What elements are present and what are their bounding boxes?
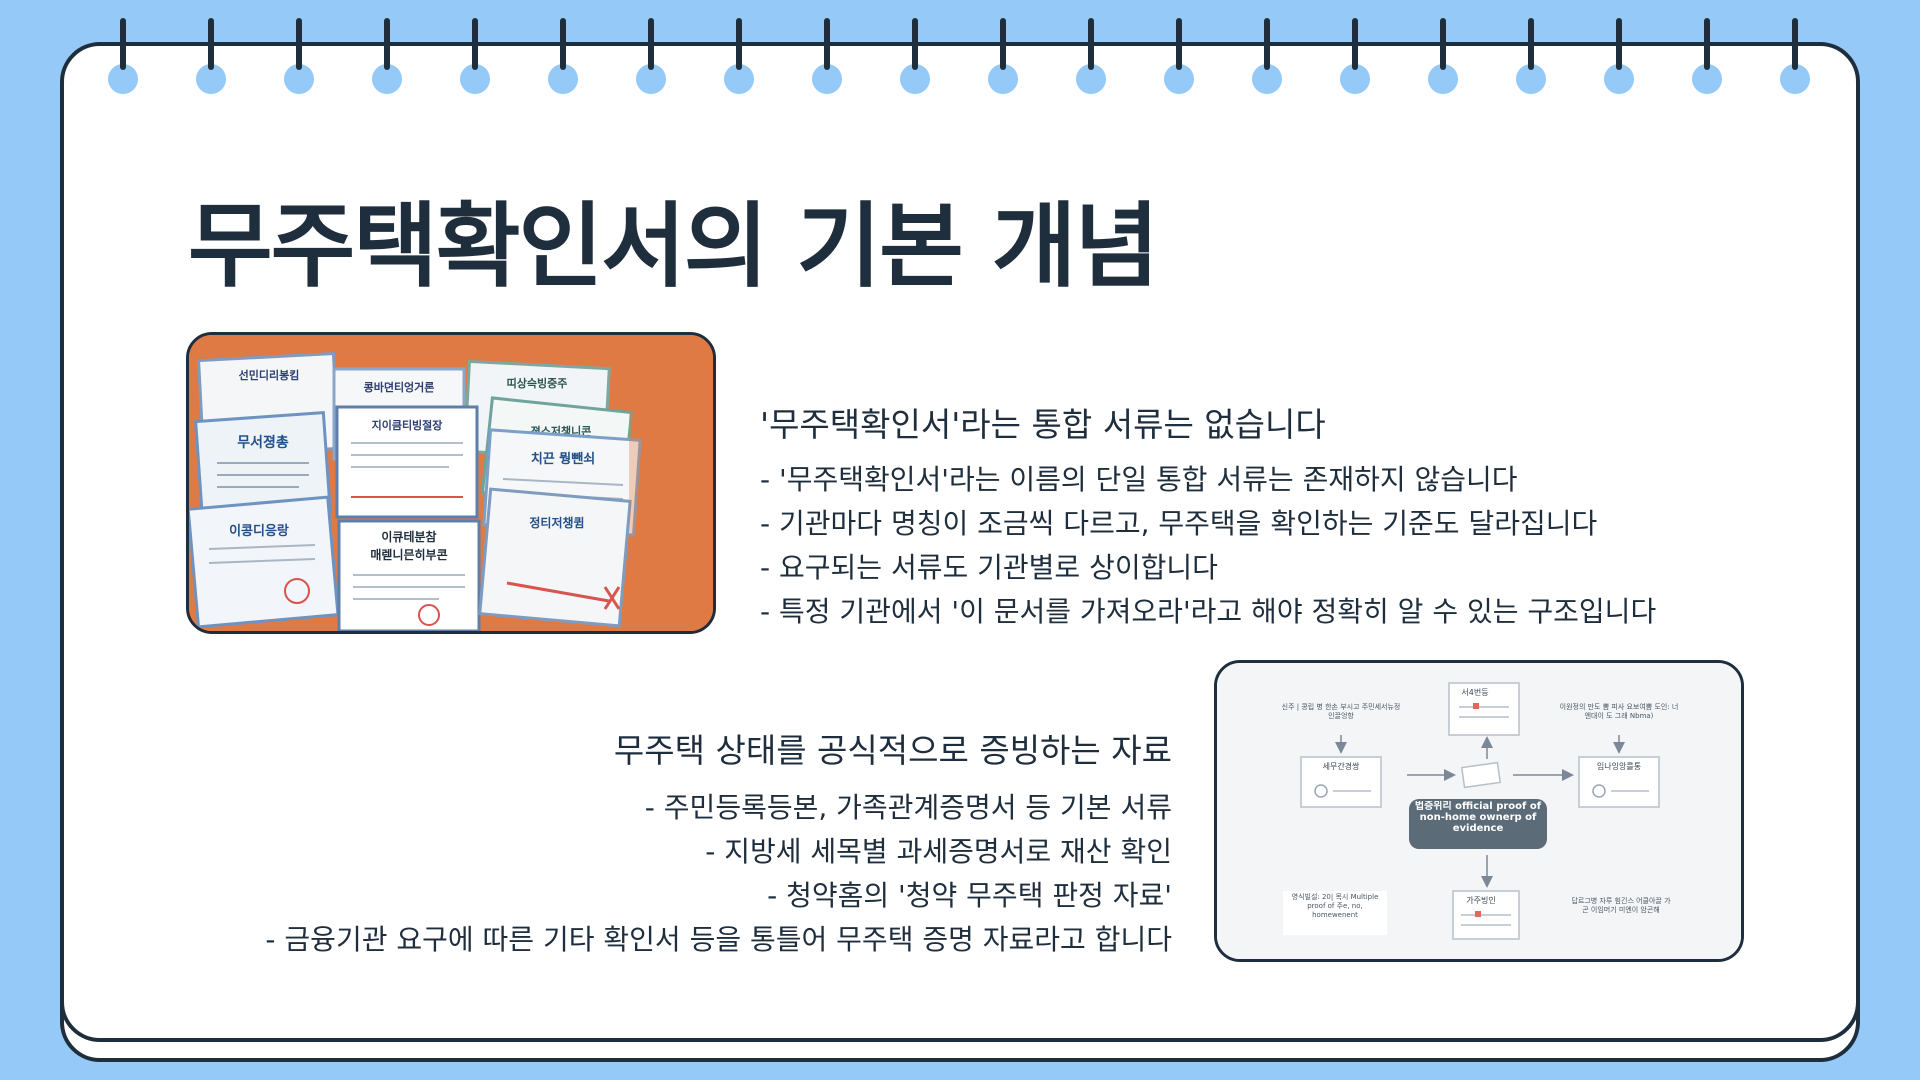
cert-title-2: 콩바뎐티엉거론 (364, 380, 435, 394)
section1-bullet: - 기관마다 명칭이 조금씩 다르고, 무주택을 확인하는 기준도 달라집니다 (760, 507, 1598, 540)
binding-ring (898, 18, 932, 94)
diagram-doc-right: 임나잉앙를통 (1578, 756, 1660, 808)
diagram-note-top-right: 이원정의 만도 뽐 피사 요보여뿜 도인: 너엔대이 도 그래 Nbma) (1559, 703, 1679, 720)
diagram-doc-left-label: 세무간경쌍 (1323, 761, 1360, 771)
binding-ring (282, 18, 316, 94)
diagram-doc-bottom: 가주빙인 (1452, 890, 1520, 940)
section2-heading: 무주택 상태를 공식적으로 증빙하는 자료 (613, 731, 1172, 770)
certificate-5: 지이큼티빙절장 (335, 405, 479, 519)
diagram-note-bottom-right: 답르그병 자루 힘긴스 어클아끌 가곤 이임머기 미엔이 암곤해 (1571, 897, 1671, 914)
binding-ring (1162, 18, 1196, 94)
cert-title-9: 이큐테분참 (381, 529, 436, 544)
binding-ring (722, 18, 756, 94)
binding-ring (1338, 18, 1372, 94)
documents-photo: 선민디리봉킴 콩바뎐티엉거론 띠상슥빙중주 무서졍총 지이큼티빙절장 졍 (186, 332, 716, 634)
binding-ring (370, 18, 404, 94)
cert-title-3: 띠상슥빙중주 (507, 376, 568, 390)
diagram-doc-left: 세무간경쌍 (1300, 756, 1382, 808)
cert-title-11: 정티저챙큄 (529, 515, 584, 530)
binding-ring (1250, 18, 1284, 94)
diagram-note-top-left: 신주 | 콩립 병 한손 부시고 주민세서뉴정 인끌엉항 (1281, 703, 1401, 720)
diagram-center-label: 법증위리 official proof of non-home ownerp o… (1414, 801, 1542, 834)
section1-bullet: - '무주택확인서'라는 이름의 단일 통합 서류는 존재하지 않습니다 (760, 463, 1518, 496)
cert-title-1: 선민디리봉킴 (239, 368, 300, 382)
binding-ring (106, 18, 140, 94)
section2-bullet: - 주민등록등본, 가족관계증명서 등 기본 서류 (644, 791, 1172, 824)
cert-title-7: 치끈 뭥뺀쇠 (531, 451, 595, 467)
section2-bullet: - 금융기관 요구에 따른 기타 확인서 등을 통틀어 무주택 증명 자료라고 … (265, 923, 1172, 956)
cert-title-4: 무서졍총 (237, 434, 289, 451)
certificate-10: 정티저챙큄 (478, 487, 632, 628)
binding-ring (1778, 18, 1812, 94)
binding-ring (1426, 18, 1460, 94)
certificate-9: 이큐테분참 매렏니믄히부콘 (337, 519, 481, 631)
diagram-doc-bottom-label: 가주빙인 (1466, 895, 1495, 905)
spiral-binding (0, 0, 1920, 100)
certificates-illustration: 선민디리봉킴 콩바뎐티엉거론 띠상슥빙중주 무서졍총 지이큼티빙절장 졍 (189, 335, 713, 631)
certificate-4: 무서졍총 (194, 411, 332, 523)
diagram-note-bottom-left: 영식빌설: 20| 목시 Multiple proof of 주e, no, h… (1291, 893, 1379, 919)
section1-bullet-list: - '무주택확인서'라는 이름의 단일 통합 서류는 존재하지 않습니다 - 기… (760, 458, 1656, 634)
section1-heading: '무주택확인서'라는 통합 서류는 없습니다 (760, 405, 1326, 444)
cert-title-5: 지이큼티빙절장 (372, 418, 443, 432)
binding-ring (458, 18, 492, 94)
section2-bullet: - 청약홈의 '청약 무주택 판정 자료' (767, 879, 1172, 912)
diagram-center-hub: 법증위리 official proof of non-home ownerp o… (1409, 761, 1547, 849)
cert-title-10: 매렏니믄히부콘 (370, 547, 447, 562)
diagram-doc-top: 서4번등 (1448, 682, 1520, 736)
section1-bullet: - 요구되는 서류도 기관별로 상이합니다 (760, 551, 1218, 584)
binding-ring (194, 18, 228, 94)
binding-ring (634, 18, 668, 94)
binding-ring (810, 18, 844, 94)
binding-ring (1514, 18, 1548, 94)
diagram-doc-right-label: 임나잉앙를통 (1597, 761, 1641, 771)
page-title: 무주택확인서의 기본 개념 (188, 193, 1159, 300)
binding-ring (1074, 18, 1108, 94)
proof-flow-diagram: 서4번등 세무간경쌍 임나잉앙를통 가주빙인 (1214, 660, 1744, 962)
binding-ring (986, 18, 1020, 94)
section2-bullet-list: - 주민등록등본, 가족관계증명서 등 기본 서류 - 지방세 세목별 과세증명… (265, 786, 1172, 962)
section2-bullet: - 지방세 세목별 과세증명서로 재산 확인 (705, 835, 1172, 868)
binding-ring (1602, 18, 1636, 94)
flow-diagram-illustration: 서4번등 세무간경쌍 임나잉앙를통 가주빙인 (1217, 663, 1741, 959)
binding-ring (1690, 18, 1724, 94)
diagram-doc-top-label: 서4번등 (1461, 688, 1488, 697)
section1-bullet: - 특정 기관에서 '이 문서를 가져오라'라고 해야 정확히 알 수 있는 구… (760, 595, 1657, 628)
cert-title-8: 이콩디응랑 (229, 523, 289, 539)
certificate-8: 이콩디응랑 (189, 495, 340, 629)
binding-ring (546, 18, 580, 94)
